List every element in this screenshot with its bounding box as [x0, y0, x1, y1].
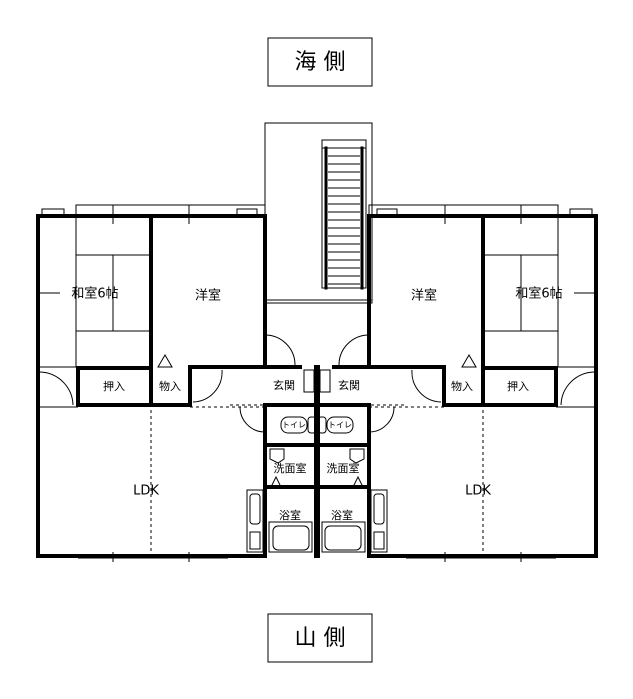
room-genkan-left: 玄関 — [273, 378, 295, 392]
room-senmen-right: 洗面室 — [327, 461, 360, 475]
stairwell — [264, 122, 373, 304]
room-genkan-right: 玄関 — [338, 378, 360, 392]
room-washitsu-right: 和室6帖 — [515, 286, 562, 302]
room-yokushitsu-right: 浴室 — [331, 508, 353, 522]
top-side-text: 海 側 — [295, 50, 346, 75]
room-senmen-left: 洗面室 — [274, 461, 307, 475]
bottom-side-text: 山 側 — [295, 626, 346, 651]
room-oshiire-right: 押入 — [507, 379, 529, 393]
room-toilet-right: トイレ — [328, 421, 352, 430]
room-monoire-right: 物入 — [451, 379, 473, 393]
room-youshitsu-right: 洋室 — [411, 288, 437, 304]
room-ldk-right: LDK — [465, 484, 491, 499]
room-oshiire-left: 押入 — [103, 379, 125, 393]
room-ldk-left: LDK — [133, 484, 159, 499]
room-yokushitsu-left: 浴室 — [279, 508, 301, 522]
top-side-label: 海 側 — [267, 37, 373, 87]
room-toilet-left: トイレ — [282, 421, 306, 430]
labels-right: 和室6帖 洋室 押入 物入 玄関 トイレ 洗面室 浴室 LDK — [327, 286, 563, 523]
room-youshitsu-left: 洋室 — [195, 288, 221, 304]
room-monoire-left: 物入 — [159, 379, 181, 393]
room-washitsu-left: 和室6帖 — [71, 286, 118, 302]
labels-left: 和室6帖 洋室 押入 物入 玄関 トイレ 洗面室 浴室 LDK — [71, 286, 306, 523]
bottom-side-label: 山 側 — [267, 613, 373, 663]
